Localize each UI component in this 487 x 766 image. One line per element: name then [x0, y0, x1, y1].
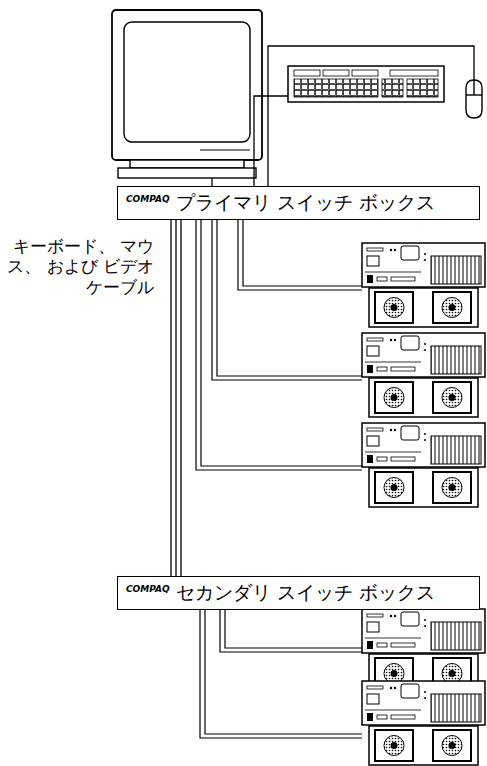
switch-box: COMPAQ プライマリ スイッチ ボックス	[117, 186, 480, 220]
brand-logo: COMPAQ	[126, 194, 170, 204]
mouse	[466, 80, 482, 118]
keyboard	[288, 66, 444, 102]
switch-box: COMPAQ セカンダリ スイッチ ボックス	[117, 576, 480, 610]
cable-bundle	[171, 220, 181, 576]
box-title: プライマリ スイッチ ボックス	[176, 190, 435, 216]
cable-label: キーボード、 マウス、 および ビデオ ケーブル	[4, 236, 154, 297]
box-title: セカンダリ スイッチ ボックス	[176, 580, 435, 606]
peripheral-cables	[212, 46, 474, 186]
brand-logo: COMPAQ	[126, 584, 170, 594]
monitor	[112, 10, 262, 178]
server-cables	[196, 214, 362, 738]
servers	[362, 243, 485, 765]
